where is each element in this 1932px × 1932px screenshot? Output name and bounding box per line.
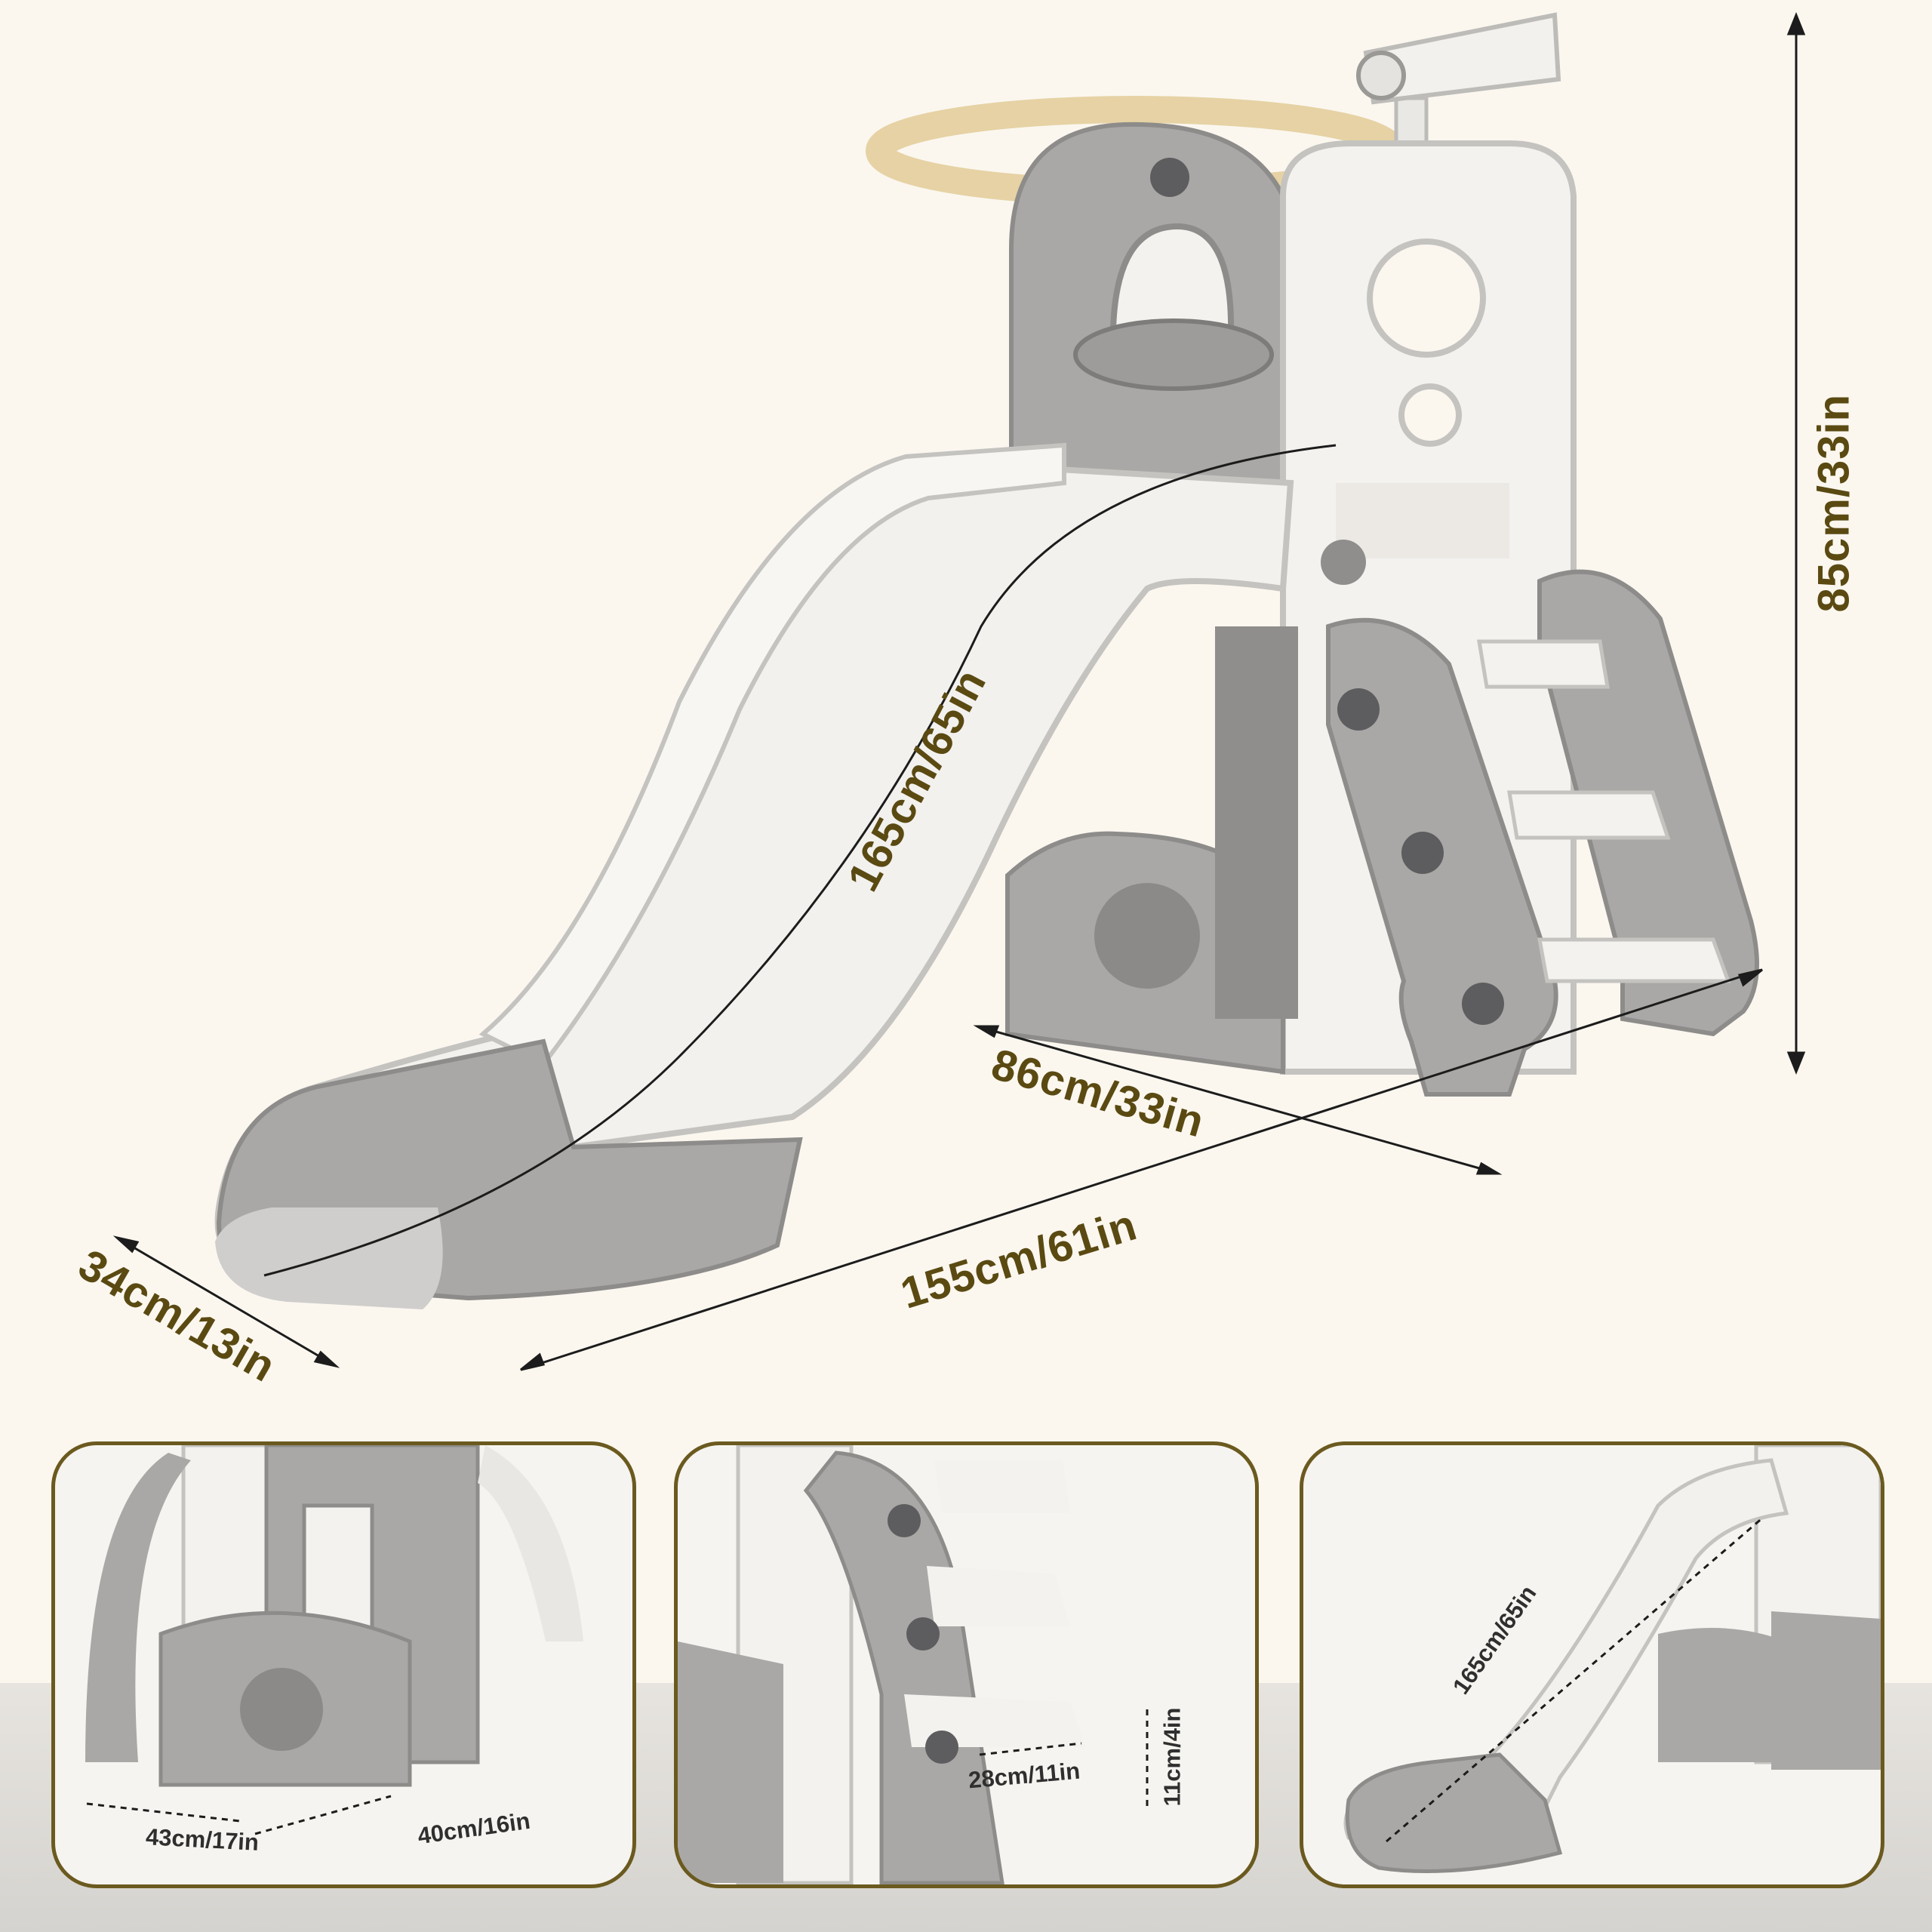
tower-legs (1215, 626, 1298, 1019)
ladder-bolt (1401, 832, 1444, 874)
tower-bolt (1150, 158, 1189, 197)
detail-panel-base: 43cm/17in 40cm/16in (51, 1441, 636, 1888)
tower-knob (1321, 540, 1366, 585)
ufo-body (1073, 318, 1274, 391)
detail-panel-steps: 28cm/11in 11cm/4in (674, 1441, 1259, 1888)
telescope-eyepiece (1356, 51, 1406, 100)
ladder-step-1 (1477, 639, 1610, 689)
ladder-bolt (1337, 688, 1380, 731)
tower-porthole (1367, 238, 1486, 358)
height-label: 85cm/33in (1809, 393, 1859, 613)
ladder-step-3 (1537, 937, 1731, 983)
slide-length-curve (263, 444, 1337, 1277)
slide-end-floor (215, 1208, 443, 1309)
tower-porthole-small (1398, 383, 1462, 447)
width-dimension-line (116, 1236, 337, 1367)
crawl-hole (1094, 883, 1200, 989)
slide-rail-left (478, 442, 1066, 1067)
depth-dimension-line (977, 1025, 1499, 1175)
slide-illustration (112, 11, 1806, 1371)
ladder-step-2 (1507, 790, 1671, 840)
tower-opening (1336, 483, 1509, 558)
length-dimension-line (520, 968, 1763, 1371)
step-height-label: 11cm/4in (1158, 1707, 1186, 1807)
ladder-bolt (1462, 983, 1504, 1025)
detail-panel-slide: 165cm/65in (1300, 1441, 1884, 1888)
